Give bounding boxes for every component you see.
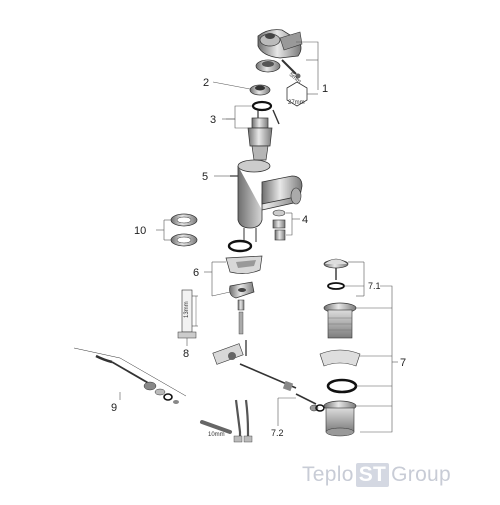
lever-handle-part xyxy=(257,29,303,59)
callout-1: 1 xyxy=(322,83,328,95)
aerator-part xyxy=(272,209,286,241)
callout-7-1: 7.1 xyxy=(368,281,381,291)
watermark-part1: Teplo xyxy=(302,463,354,486)
cartridge-o-ring-part xyxy=(251,100,280,125)
mounting-o-ring-part xyxy=(227,239,253,253)
flange-ring-bottom-part xyxy=(170,233,198,247)
wrench-size-label: 27mm xyxy=(288,100,305,106)
waste-rod-part xyxy=(73,347,187,404)
gauge-tool-part: 13mm xyxy=(177,289,198,339)
cap-ring-part xyxy=(255,59,281,73)
gauge-size-label: 13mm xyxy=(184,301,190,318)
drain-body-part xyxy=(323,400,357,437)
drain-flange-part xyxy=(323,302,357,339)
pull-rod-assembly-part xyxy=(212,340,297,392)
hex-wrench-symbol: 27mm 5mm xyxy=(286,72,308,107)
mounting-clamp-part xyxy=(229,281,255,299)
tap-body-part xyxy=(230,159,303,242)
drain-o-ring-part xyxy=(326,378,358,394)
callout-4: 4 xyxy=(302,214,308,226)
tool-size-label: 10mm xyxy=(208,432,225,438)
cartridge-part xyxy=(247,110,273,161)
callout-3: 3 xyxy=(210,114,216,126)
screw-part xyxy=(281,59,301,79)
pivot-rod-part xyxy=(295,393,325,412)
watermark-part3: Group xyxy=(391,463,452,486)
flange-ring-top-part xyxy=(170,213,198,227)
callout-9: 9 xyxy=(111,402,117,414)
callout-8: 8 xyxy=(183,348,189,360)
connection-hoses-part xyxy=(233,399,253,443)
callout-7: 7 xyxy=(400,357,406,369)
dome-nut-part xyxy=(249,84,271,96)
threaded-stud-part xyxy=(237,299,245,335)
callout-10: 10 xyxy=(134,225,146,237)
mounting-bracket-part xyxy=(225,255,263,274)
callout-5: 5 xyxy=(202,171,208,183)
drain-plug-part xyxy=(323,258,349,290)
callout-6: 6 xyxy=(193,267,199,279)
spanner-tool-part: 10mm xyxy=(200,420,232,438)
brand-watermark: Teplo ST Group xyxy=(302,461,492,489)
watermark-part2: ST xyxy=(355,463,390,487)
callout-7-2: 7.2 xyxy=(271,428,284,438)
callout-2: 2 xyxy=(203,77,209,89)
drain-gasket-part xyxy=(319,349,361,367)
